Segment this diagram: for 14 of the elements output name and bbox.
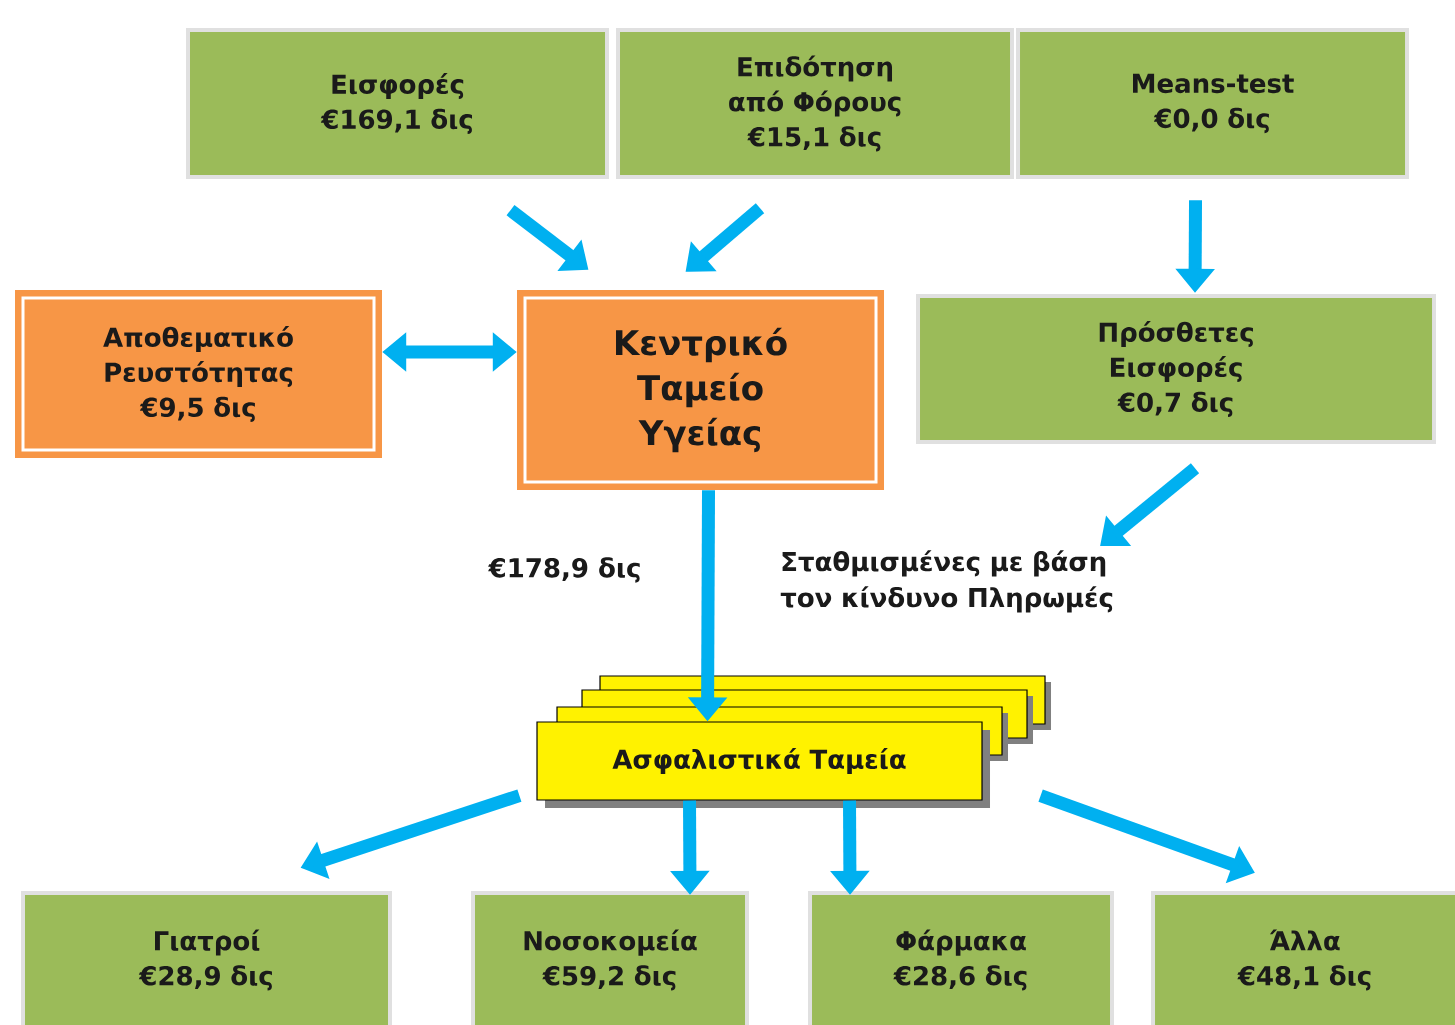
amount-box: Φάρμακα €28,6 δις (808, 891, 1114, 1025)
fund-box: Αποθεματικό Ρευστότητας €9,5 δις (15, 290, 382, 458)
flow-note: Σταθμισμένες με βάση τον κίνδυνο Πληρωμές (780, 550, 1113, 613)
block-arrow (1100, 463, 1200, 547)
amount-box: Άλλα €48,1 δις (1151, 891, 1455, 1025)
amount-box: Πρόσθετες Εισφορές €0,7 δις (916, 294, 1436, 444)
fund-box: Κεντρικό Ταμείο Υγείας (517, 290, 884, 490)
amount-box: Γιατροί €28,9 δις (21, 891, 392, 1025)
edge-label: €178,9 δις (488, 557, 640, 583)
stacked-fund-boxes: Ασφαλιστικά Ταμεία (536, 675, 1051, 808)
amount-box: Νοσοκομεία €59,2 δις (471, 891, 749, 1025)
amount-box: Means-test €0,0 δις (1016, 28, 1409, 179)
amount-box: Επιδότηση από Φόρους €15,1 δις (616, 28, 1014, 179)
amount-box: Εισφορές €169,1 δις (186, 28, 609, 179)
